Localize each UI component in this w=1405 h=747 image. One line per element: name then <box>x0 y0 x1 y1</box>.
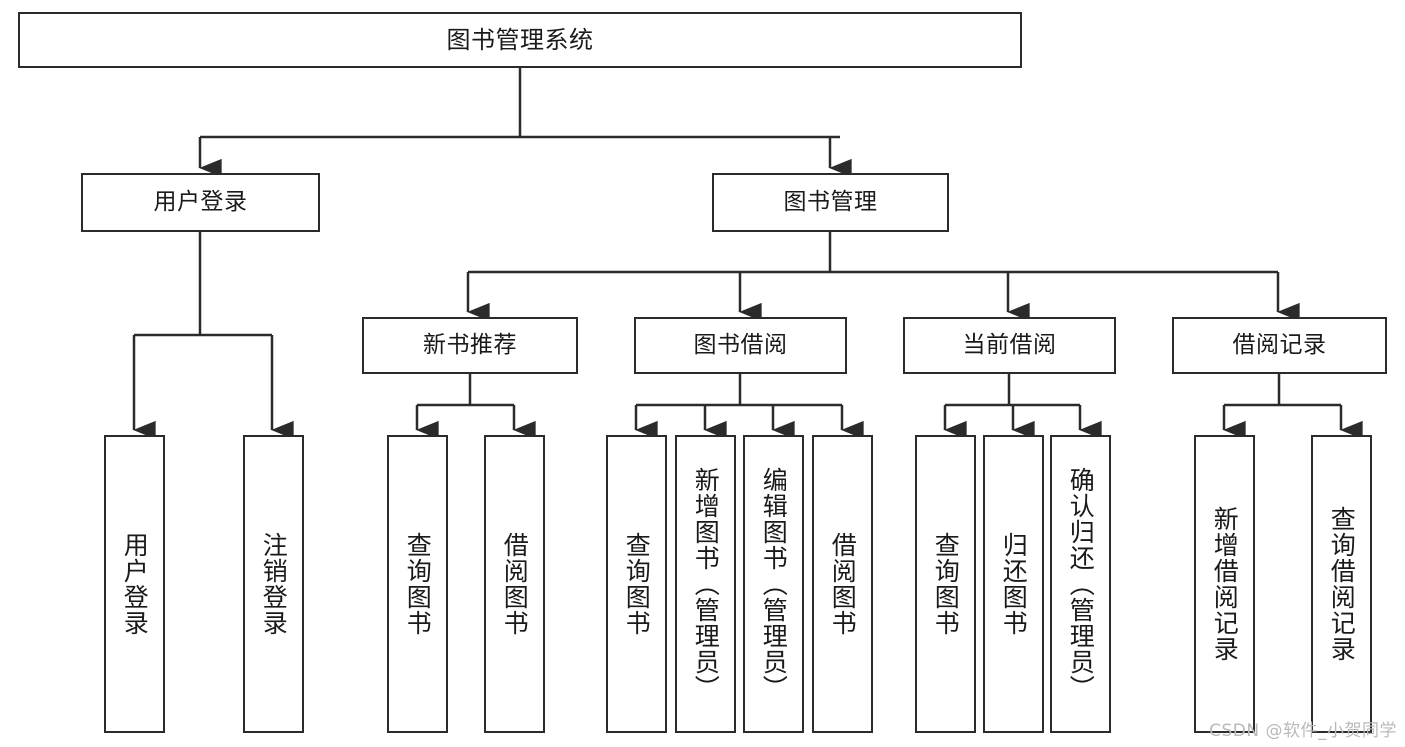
leaf-record-query[interactable]: 查询借阅记录 <box>1311 435 1372 733</box>
node-user-login[interactable]: 用户登录 <box>81 173 320 232</box>
leaf-rec-query-book[interactable]: 查询图书 <box>387 435 448 733</box>
leaf-current-confirm-return[interactable]: 确认归还（管理员） <box>1050 435 1111 733</box>
node-root[interactable]: 图书管理系统 <box>18 12 1022 68</box>
leaf-current-query-book[interactable]: 查询图书 <box>915 435 976 733</box>
node-borrow-record[interactable]: 借阅记录 <box>1172 317 1387 374</box>
leaf-borrow-edit-book-label: 编辑图书（管理员） <box>759 467 789 701</box>
leaf-record-query-label: 查询借阅记录 <box>1327 506 1357 662</box>
node-book-manage[interactable]: 图书管理 <box>712 173 949 232</box>
node-book-manage-label: 图书管理 <box>783 188 878 215</box>
leaf-rec-borrow-book[interactable]: 借阅图书 <box>484 435 545 733</box>
leaf-current-query-book-label: 查询图书 <box>931 532 961 636</box>
node-new-book-rec[interactable]: 新书推荐 <box>362 317 578 374</box>
leaf-current-confirm-return-label: 确认归还（管理员） <box>1066 467 1096 701</box>
node-book-borrow-label: 图书借阅 <box>693 331 788 358</box>
leaf-user-login[interactable]: 用户登录 <box>104 435 165 733</box>
leaf-borrow-query-book[interactable]: 查询图书 <box>606 435 667 733</box>
node-borrow-record-label: 借阅记录 <box>1232 331 1327 358</box>
leaf-borrow-add-book-label: 新增图书（管理员） <box>691 467 721 701</box>
leaf-borrow-edit-book[interactable]: 编辑图书（管理员） <box>743 435 804 733</box>
node-user-login-label: 用户登录 <box>153 188 248 215</box>
node-current-borrow[interactable]: 当前借阅 <box>903 317 1116 374</box>
leaf-logout-label: 注销登录 <box>259 532 289 636</box>
node-book-borrow[interactable]: 图书借阅 <box>634 317 847 374</box>
node-current-borrow-label: 当前借阅 <box>962 331 1057 358</box>
leaf-current-return-book[interactable]: 归还图书 <box>983 435 1044 733</box>
leaf-record-add-label: 新增借阅记录 <box>1210 506 1240 662</box>
node-new-book-rec-label: 新书推荐 <box>423 331 517 358</box>
csdn-watermark: CSDN @软件_小贺同学 <box>1209 721 1397 741</box>
leaf-record-add[interactable]: 新增借阅记录 <box>1194 435 1255 733</box>
leaf-current-return-book-label: 归还图书 <box>999 532 1029 636</box>
node-root-label: 图书管理系统 <box>446 25 594 54</box>
leaf-borrow-query-book-label: 查询图书 <box>622 532 652 636</box>
leaf-rec-borrow-book-label: 借阅图书 <box>500 532 530 636</box>
leaf-borrow-lend-book-label: 借阅图书 <box>828 532 858 636</box>
leaf-rec-query-book-label: 查询图书 <box>403 532 433 636</box>
leaf-borrow-lend-book[interactable]: 借阅图书 <box>812 435 873 733</box>
leaf-logout[interactable]: 注销登录 <box>243 435 304 733</box>
leaf-borrow-add-book[interactable]: 新增图书（管理员） <box>675 435 736 733</box>
leaf-user-login-label: 用户登录 <box>120 532 150 636</box>
